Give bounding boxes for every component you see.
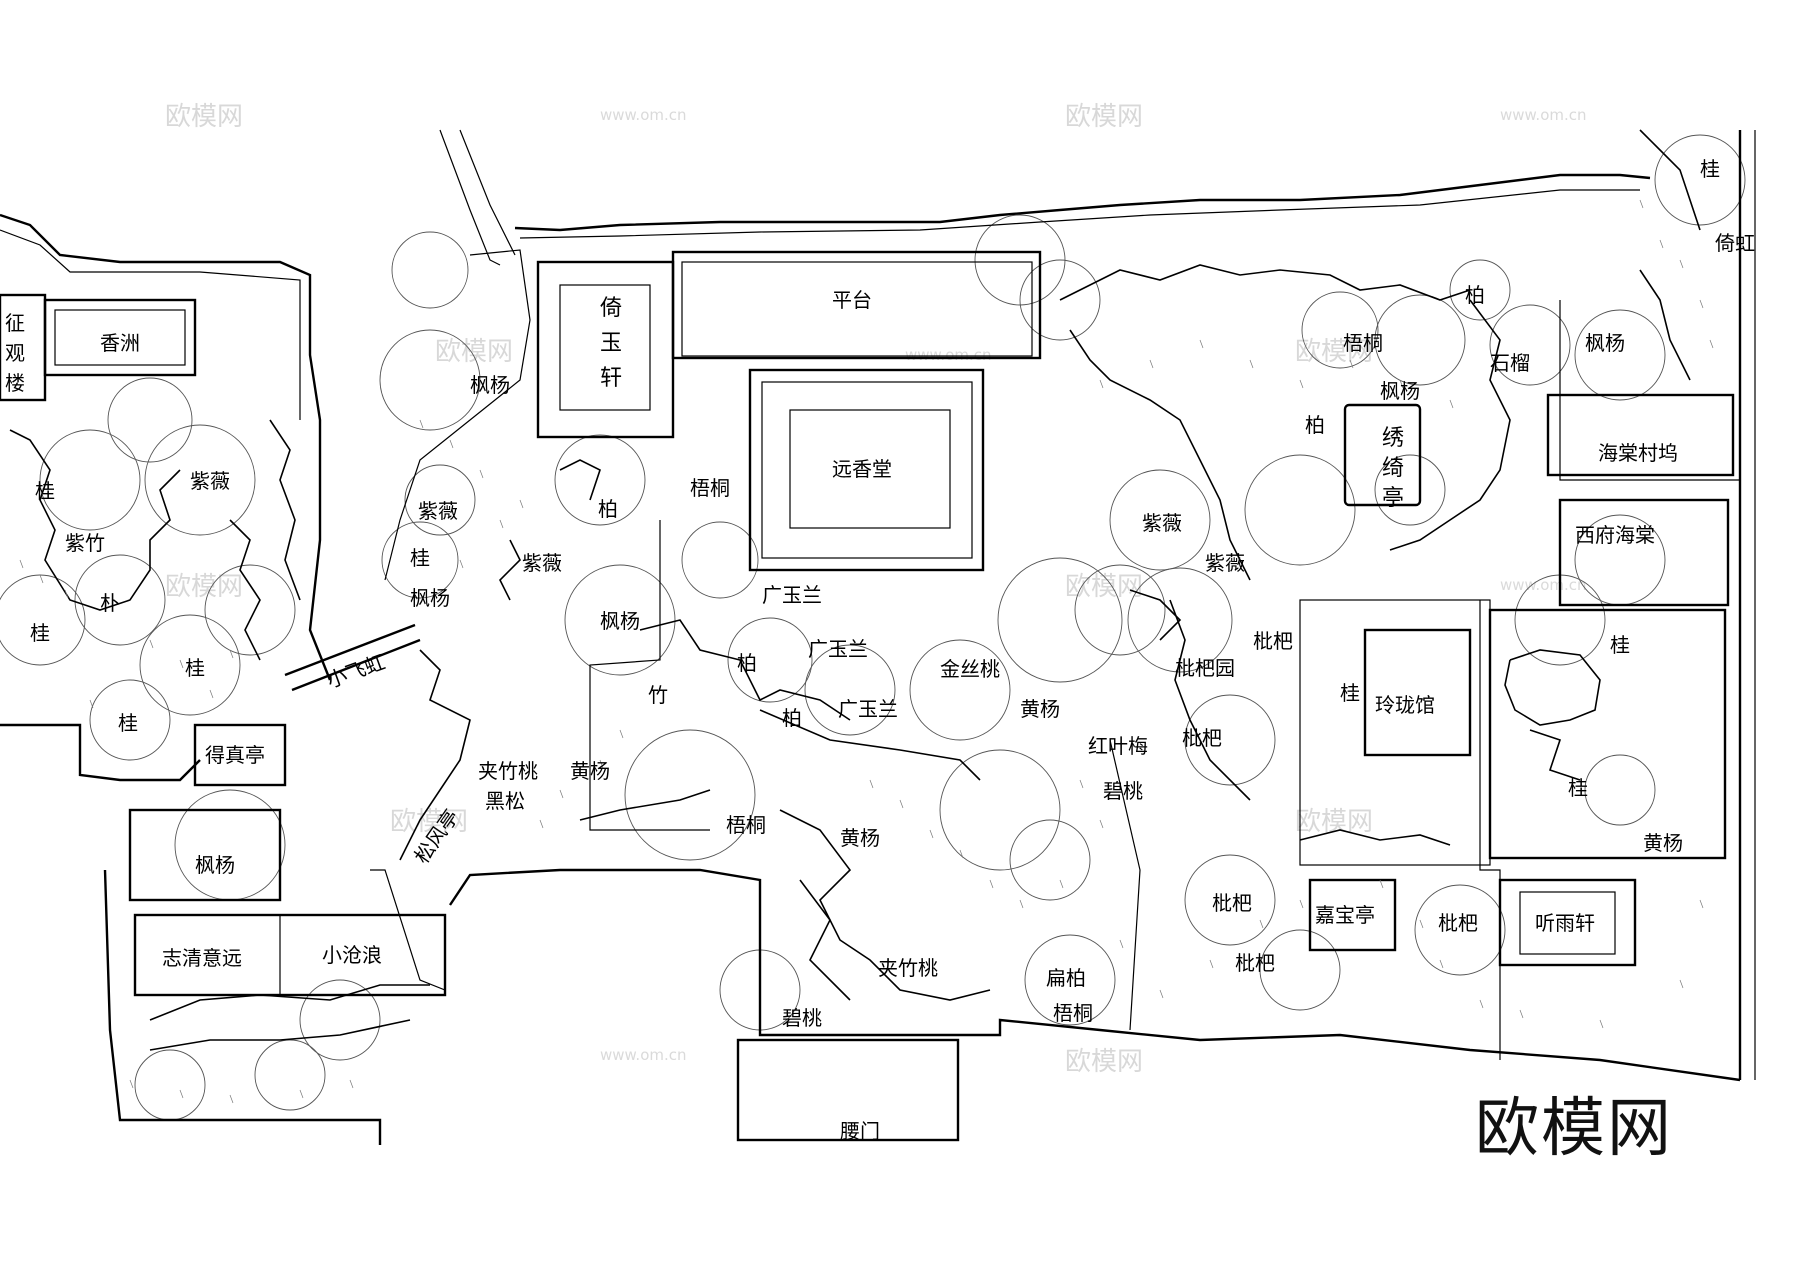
watermark-text: 欧模网 [1065, 102, 1143, 132]
plant-label: 柏 [598, 497, 618, 521]
watermark-text: 欧模网 [435, 337, 513, 367]
plant-label: 桂 [410, 546, 430, 570]
plant-label: 扁柏 [1046, 966, 1086, 990]
plant-label: 枫杨 [410, 586, 450, 610]
watermark-text: 欧模网 [165, 102, 243, 132]
plant-label: 枇杷 [1182, 726, 1222, 750]
label-zhiqingyiyuan: 志清意远 [162, 946, 242, 970]
plant-label: 紫薇 [1142, 511, 1182, 535]
watermark-text: 欧模网 [1295, 807, 1373, 837]
label-yiyuxuan-3: 轩 [600, 366, 622, 391]
ground-hatching [19, 199, 1714, 1104]
plant-label: 桂 [1610, 633, 1630, 657]
plant-label: 枫杨 [470, 373, 510, 397]
plant-label: 桂 [1568, 776, 1588, 800]
garden-boundary [0, 129, 1741, 1145]
plant-label: 广玉兰 [762, 583, 822, 607]
plant-label: 枇杷 [1438, 911, 1478, 935]
label-haitangchunwu: 海棠村坞 [1598, 441, 1678, 465]
label-xiuqiting-3: 亭 [1382, 486, 1404, 511]
plant-label: 黄杨 [1020, 697, 1060, 721]
label-xiuqiting-2: 绮 [1382, 456, 1404, 481]
rockery-outlines [9, 129, 1701, 1051]
plant-label: 紫薇 [418, 499, 458, 523]
label-tingyuxuan: 听雨轩 [1535, 911, 1595, 935]
label-zhengguanlou-2: 观 [5, 341, 25, 365]
watermark-text: 欧模网 [165, 572, 243, 602]
plant-label: 梧桐 [1053, 1001, 1093, 1025]
plant-label: 黄杨 [1643, 831, 1683, 855]
plant-label: 桂 [118, 711, 138, 735]
label-yuanxiangtang: 远香堂 [832, 457, 892, 481]
label-jiabaoting: 嘉宝亭 [1315, 903, 1375, 927]
plant-label: 柏 [737, 651, 757, 675]
watermark-url: www.om.cn [600, 106, 687, 124]
plant-label: 梧桐 [726, 813, 766, 837]
watermark-layer: 欧模网 www.om.cn 欧模网 www.om.cn 欧模网 www.om.c… [165, 102, 1587, 1077]
plant-label: 夹竹桃 [878, 956, 938, 980]
label-xifuhaitang: 西府海棠 [1575, 523, 1655, 547]
plant-label: 朴 [100, 591, 120, 615]
plant-label: 黑松 [485, 789, 525, 813]
plant-label: 枫杨 [195, 853, 235, 877]
watermark-text: 欧模网 [1065, 1047, 1143, 1077]
plant-label: 碧桃 [1103, 779, 1143, 803]
plant-label: 石榴 [1490, 351, 1530, 375]
label-xiangzhou: 香洲 [100, 331, 140, 355]
plant-label: 梧桐 [690, 476, 730, 500]
plant-label: 紫薇 [1205, 551, 1245, 575]
tree-canopies [0, 134, 1746, 1121]
plant-label: 桂 [1700, 157, 1720, 181]
label-linglongguan: 玲珑馆 [1375, 693, 1435, 717]
plant-label: 夹竹桃 [478, 759, 538, 783]
label-pipayuan: 枇杷园 [1175, 656, 1235, 680]
building-outlines [0, 130, 1756, 1142]
plant-label: 桂 [1340, 681, 1360, 705]
plant-label: 桂 [35, 479, 55, 503]
label-yaomen: 腰门 [840, 1119, 880, 1143]
plant-label: 枇杷 [1235, 951, 1275, 975]
label-zhengguanlou-3: 楼 [5, 371, 25, 395]
label-zhengguanlou-1: 征 [5, 311, 25, 335]
label-dezhenting: 得真亭 [205, 743, 265, 767]
plant-label: 枇杷 [1212, 891, 1252, 915]
plant-label: 红叶梅 [1088, 734, 1148, 758]
watermark-url: www.om.cn [600, 1046, 687, 1064]
label-pingtai: 平台 [832, 288, 872, 312]
watermark-url: www.om.cn [905, 346, 992, 364]
plant-label: 黄杨 [570, 759, 610, 783]
plant-label: 枫杨 [600, 609, 640, 633]
plant-label: 桂 [185, 656, 205, 680]
label-yihong: 倚虹 [1715, 231, 1755, 255]
plant-label: 广玉兰 [838, 697, 898, 721]
label-xiuqiting-1: 绣 [1382, 426, 1404, 451]
plant-label: 枫杨 [1585, 331, 1625, 355]
label-yiyuxuan-1: 倚 [600, 296, 622, 321]
plant-label: 广玉兰 [808, 637, 868, 661]
watermark-text: 欧模网 [390, 807, 468, 837]
plant-label: 紫薇 [522, 551, 562, 575]
plant-label: 黄杨 [840, 826, 880, 850]
plant-label: 紫竹 [65, 531, 105, 555]
label-xiaocanglang: 小沧浪 [322, 943, 382, 967]
brand-logo: 欧模网 [1475, 1092, 1673, 1166]
plant-label: 枫杨 [1380, 379, 1420, 403]
plant-label: 竹 [648, 683, 668, 707]
watermark-url: www.om.cn [1500, 106, 1587, 124]
plant-label: 柏 [1305, 413, 1325, 437]
plant-label: 梧桐 [1343, 331, 1383, 355]
plant-label: 枇杷 [1253, 629, 1293, 653]
plant-label: 紫薇 [190, 469, 230, 493]
plant-label: 柏 [1465, 283, 1485, 307]
plant-label: 碧桃 [782, 1006, 822, 1030]
plant-label: 柏 [782, 706, 802, 730]
plant-label: 金丝桃 [940, 657, 1000, 681]
plant-labels: 紫薇 桂 紫竹 朴 桂 桂 桂 枫杨 枫杨 紫薇 桂 枫杨 紫薇 柏 梧桐 枫杨… [30, 157, 1720, 1030]
watermark-text: 欧模网 [1065, 572, 1143, 602]
label-yiyuxuan-2: 玉 [600, 331, 622, 356]
plant-label: 桂 [30, 621, 50, 645]
watermark-url: www.om.cn [1500, 576, 1587, 594]
